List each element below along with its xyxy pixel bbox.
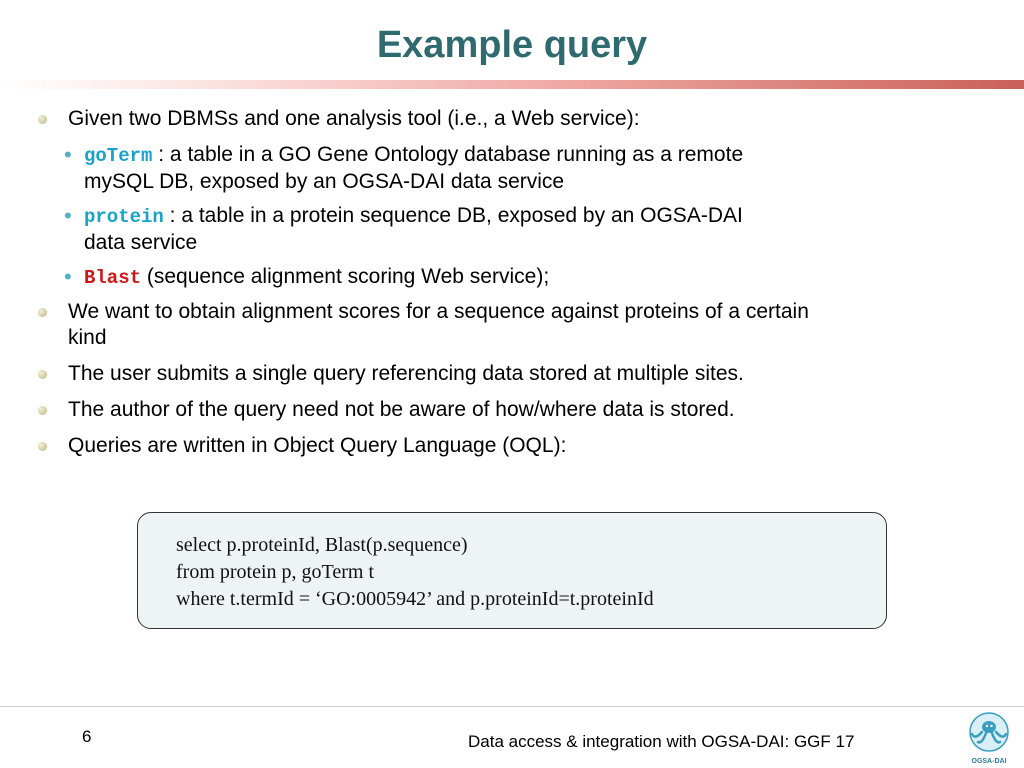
bullet-text: The author of the query need not be awar… [68,398,735,421]
query-line: select p.proteinId, Blast(p.sequence) [176,534,468,556]
oql-query-box: select p.proteinId, Blast(p.sequence) fr… [137,512,887,629]
bullet-dot [38,370,47,379]
ogsa-dai-logo-icon: OGSA-DAI [969,712,1009,765]
bullet-text: Queries are written in Object Query Lang… [68,434,567,457]
footer-divider [0,706,1024,707]
sub-bullet-text: : a table in a GO Gene Ontology database… [152,143,744,166]
sub-bullet-text: mySQL DB, exposed by an OGSA-DAI data se… [84,170,565,193]
protein-name: protein [84,206,164,228]
sub-bullet-item: • goTerm : a table in a GO Gene Ontology… [38,142,988,195]
bullet-dot [38,115,47,124]
bullet-item: Queries are written in Object Query Lang… [38,433,988,459]
footer-text: Data access & integration with OGSA-DAI:… [468,732,855,751]
sub-bullet-dot: • [64,203,72,228]
bullet-item: Given two DBMSs and one analysis tool (i… [38,106,988,132]
sub-bullet-dot: • [64,264,72,289]
bullet-text: kind [68,326,107,349]
bullet-dot [38,442,47,451]
sub-bullet-item: • protein : a table in a protein sequenc… [38,203,988,256]
query-line: from protein p, goTerm t [176,561,374,583]
bullet-text: The user submits a single query referenc… [68,362,744,385]
sub-bullet-text: (sequence alignment scoring Web service)… [141,265,550,288]
bullet-dot [38,308,47,317]
bullet-item: We want to obtain alignment scores for a… [38,299,988,351]
goterm-name: goTerm [84,145,153,167]
page-title: Example query [376,24,648,66]
sub-bullet-text: : a table in a protein sequence DB, expo… [163,204,743,227]
query-line: where t.termId = ‘GO:0005942’ and p.prot… [176,588,654,610]
sub-bullet-dot: • [64,142,72,167]
bullet-text: We want to obtain alignment scores for a… [68,300,809,323]
blast-name: Blast [84,267,142,289]
bullet-list: Given two DBMSs and one analysis tool (i… [38,106,988,469]
bullet-text: Given two DBMSs and one analysis tool (i… [68,107,640,130]
page-number: 6 [82,727,92,746]
bullet-item: The user submits a single query referenc… [38,361,988,387]
sub-bullet-item: • Blast (sequence alignment scoring Web … [38,264,988,291]
logo-text: OGSA-DAI [972,758,1007,765]
bullet-item: The author of the query need not be awar… [38,397,988,423]
bullet-dot [38,406,47,415]
sub-bullet-text: data service [84,231,198,254]
title-divider [0,80,1024,89]
